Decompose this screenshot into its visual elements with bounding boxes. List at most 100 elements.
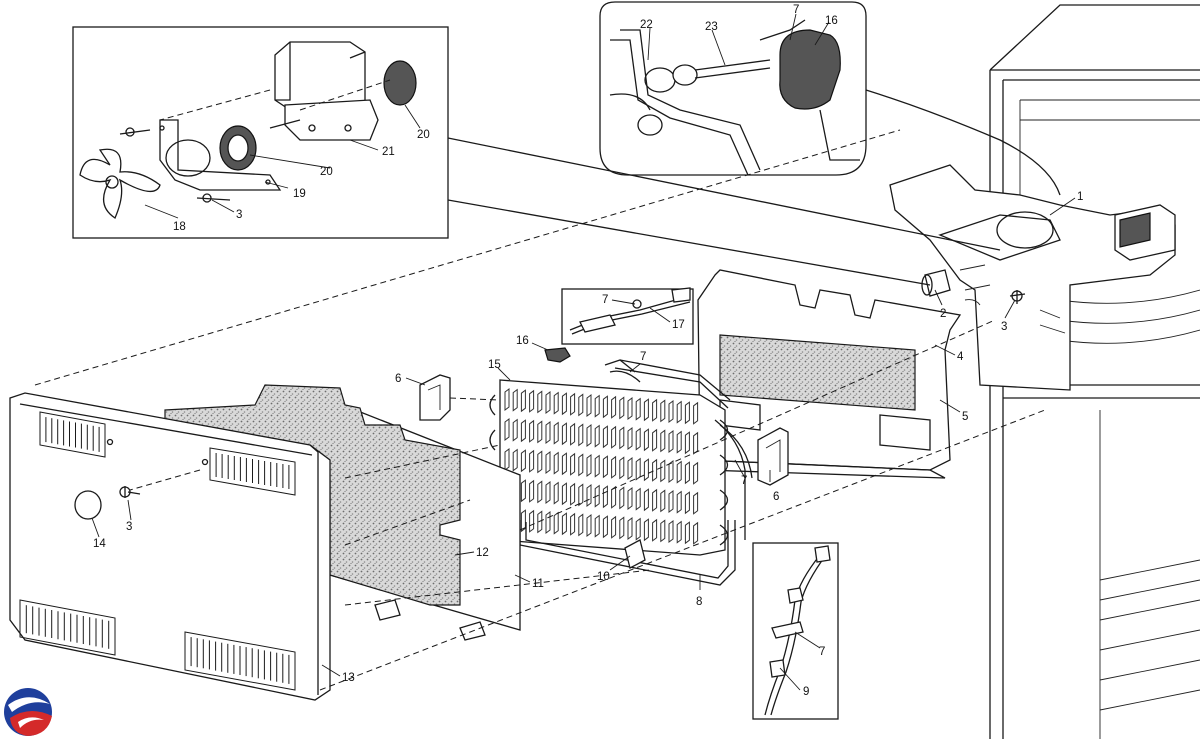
evaporator-fin <box>693 461 699 485</box>
inset-thermostat-detail <box>561 287 694 345</box>
evaporator-fin <box>693 431 699 455</box>
evaporator-fin <box>684 521 690 545</box>
evaporator-fins <box>504 388 699 545</box>
evaporator-fin <box>660 489 666 513</box>
evaporator-fin <box>578 483 584 507</box>
evaporator-fin <box>512 448 518 472</box>
cap-14 <box>74 490 102 520</box>
evaporator-fin <box>504 388 510 411</box>
label-part-6-left: 6 <box>395 373 401 385</box>
evaporator-fin <box>529 449 535 473</box>
evaporator-coil <box>489 359 731 556</box>
label-part-7-harness-inset: 7 <box>819 646 825 658</box>
evaporator-fin <box>512 418 518 442</box>
clip-6-right <box>757 427 789 486</box>
label-part-3-front: 3 <box>126 521 132 533</box>
evaporator-fin <box>611 395 617 419</box>
label-part-19: 19 <box>293 188 306 200</box>
screw-3-front <box>119 486 141 498</box>
evaporator-fin <box>643 398 649 422</box>
inset-fan-housing-detail <box>599 1 867 176</box>
label-part-20-inset-center: 20 <box>320 166 333 178</box>
evaporator-fin <box>635 487 641 511</box>
evaporator-fin <box>578 453 584 477</box>
inset-fan-motor-detail <box>72 26 449 239</box>
label-part-7-center: 7 <box>640 351 646 363</box>
label-part-6-right: 6 <box>773 491 779 503</box>
evaporator-fin <box>684 491 690 515</box>
evaporator-fin <box>537 390 543 414</box>
evaporator-fin <box>570 452 576 476</box>
evaporator-fin <box>553 481 559 505</box>
evaporator-fin <box>520 419 526 443</box>
evaporator-fin <box>504 448 510 471</box>
evaporator-fin <box>520 389 526 413</box>
label-part-4: 4 <box>957 351 964 363</box>
evaporator-fin <box>668 520 674 543</box>
evaporator-fin <box>578 393 584 417</box>
evaporator-fin <box>652 488 658 512</box>
evaporator-fin <box>545 391 551 414</box>
label-part-22: 22 <box>640 19 653 31</box>
evaporator-fin <box>553 391 559 415</box>
evaporator-fin <box>676 520 682 544</box>
clip-6-left <box>419 374 451 421</box>
evaporator-fin <box>512 388 518 412</box>
evaporator-fin <box>611 455 617 479</box>
evaporator-fin <box>586 454 592 477</box>
evaporator-fin <box>545 511 551 534</box>
label-part-20-inset-right: 20 <box>417 129 430 141</box>
label-part-10: 10 <box>597 571 610 583</box>
evaporator-fin <box>594 484 600 508</box>
evaporator-fin <box>668 490 674 513</box>
evaporator-fin <box>619 456 625 480</box>
part-number-labels: 1 2 3 3 3 4 5 6 6 7 7 7 7 7 8 9 10 11 12… <box>93 4 1083 698</box>
evaporator-fin <box>627 457 633 480</box>
evaporator-fin <box>561 482 567 506</box>
evaporator-fin <box>520 479 526 503</box>
evaporator-fin <box>537 420 543 444</box>
evaporator-fin <box>643 458 649 482</box>
evaporator-fin <box>684 401 690 425</box>
evaporator-fin <box>643 428 649 452</box>
inset-callout-line-b <box>447 199 931 286</box>
evaporator-fin <box>561 422 567 446</box>
evaporator-fin <box>684 461 690 485</box>
evaporator-fin <box>619 396 625 420</box>
evaporator-fin <box>627 487 633 510</box>
evaporator-fin <box>504 418 510 441</box>
label-part-14: 14 <box>93 538 106 550</box>
evaporator-fin <box>545 451 551 474</box>
label-part-17: 17 <box>672 319 685 331</box>
evaporator-fin <box>652 458 658 482</box>
evaporator-fin <box>586 394 592 417</box>
evaporator-fin <box>537 510 543 534</box>
evaporator-fin <box>611 515 617 539</box>
evaporator-fin <box>594 394 600 418</box>
fan-shroud-assembly <box>889 164 1176 391</box>
clip-10 <box>624 539 646 569</box>
label-part-1: 1 <box>1077 191 1083 203</box>
evaporator-fin <box>553 451 559 475</box>
coil-wiring <box>714 419 753 540</box>
evaporator-fin <box>578 513 584 537</box>
evaporator-fin <box>545 481 551 504</box>
evaporator-fin <box>676 400 682 424</box>
evaporator-fin <box>586 514 592 537</box>
evaporator-fin <box>611 425 617 449</box>
evaporator-fin <box>545 421 551 444</box>
label-part-11: 11 <box>532 578 544 590</box>
label-part-21: 21 <box>382 146 395 158</box>
evaporator-fin <box>586 424 592 447</box>
evaporator-fin <box>602 425 608 449</box>
evaporator-fin <box>602 455 608 479</box>
evaporator-fin <box>578 423 584 447</box>
evaporator-fin <box>693 521 699 545</box>
evaporator-fin <box>627 427 633 450</box>
evaporator-fin <box>570 482 576 506</box>
evaporator-fin <box>561 512 567 536</box>
evaporator-fin <box>529 479 535 503</box>
evaporator-fin <box>693 491 699 515</box>
label-part-7-thermostat-inset: 7 <box>602 294 608 306</box>
